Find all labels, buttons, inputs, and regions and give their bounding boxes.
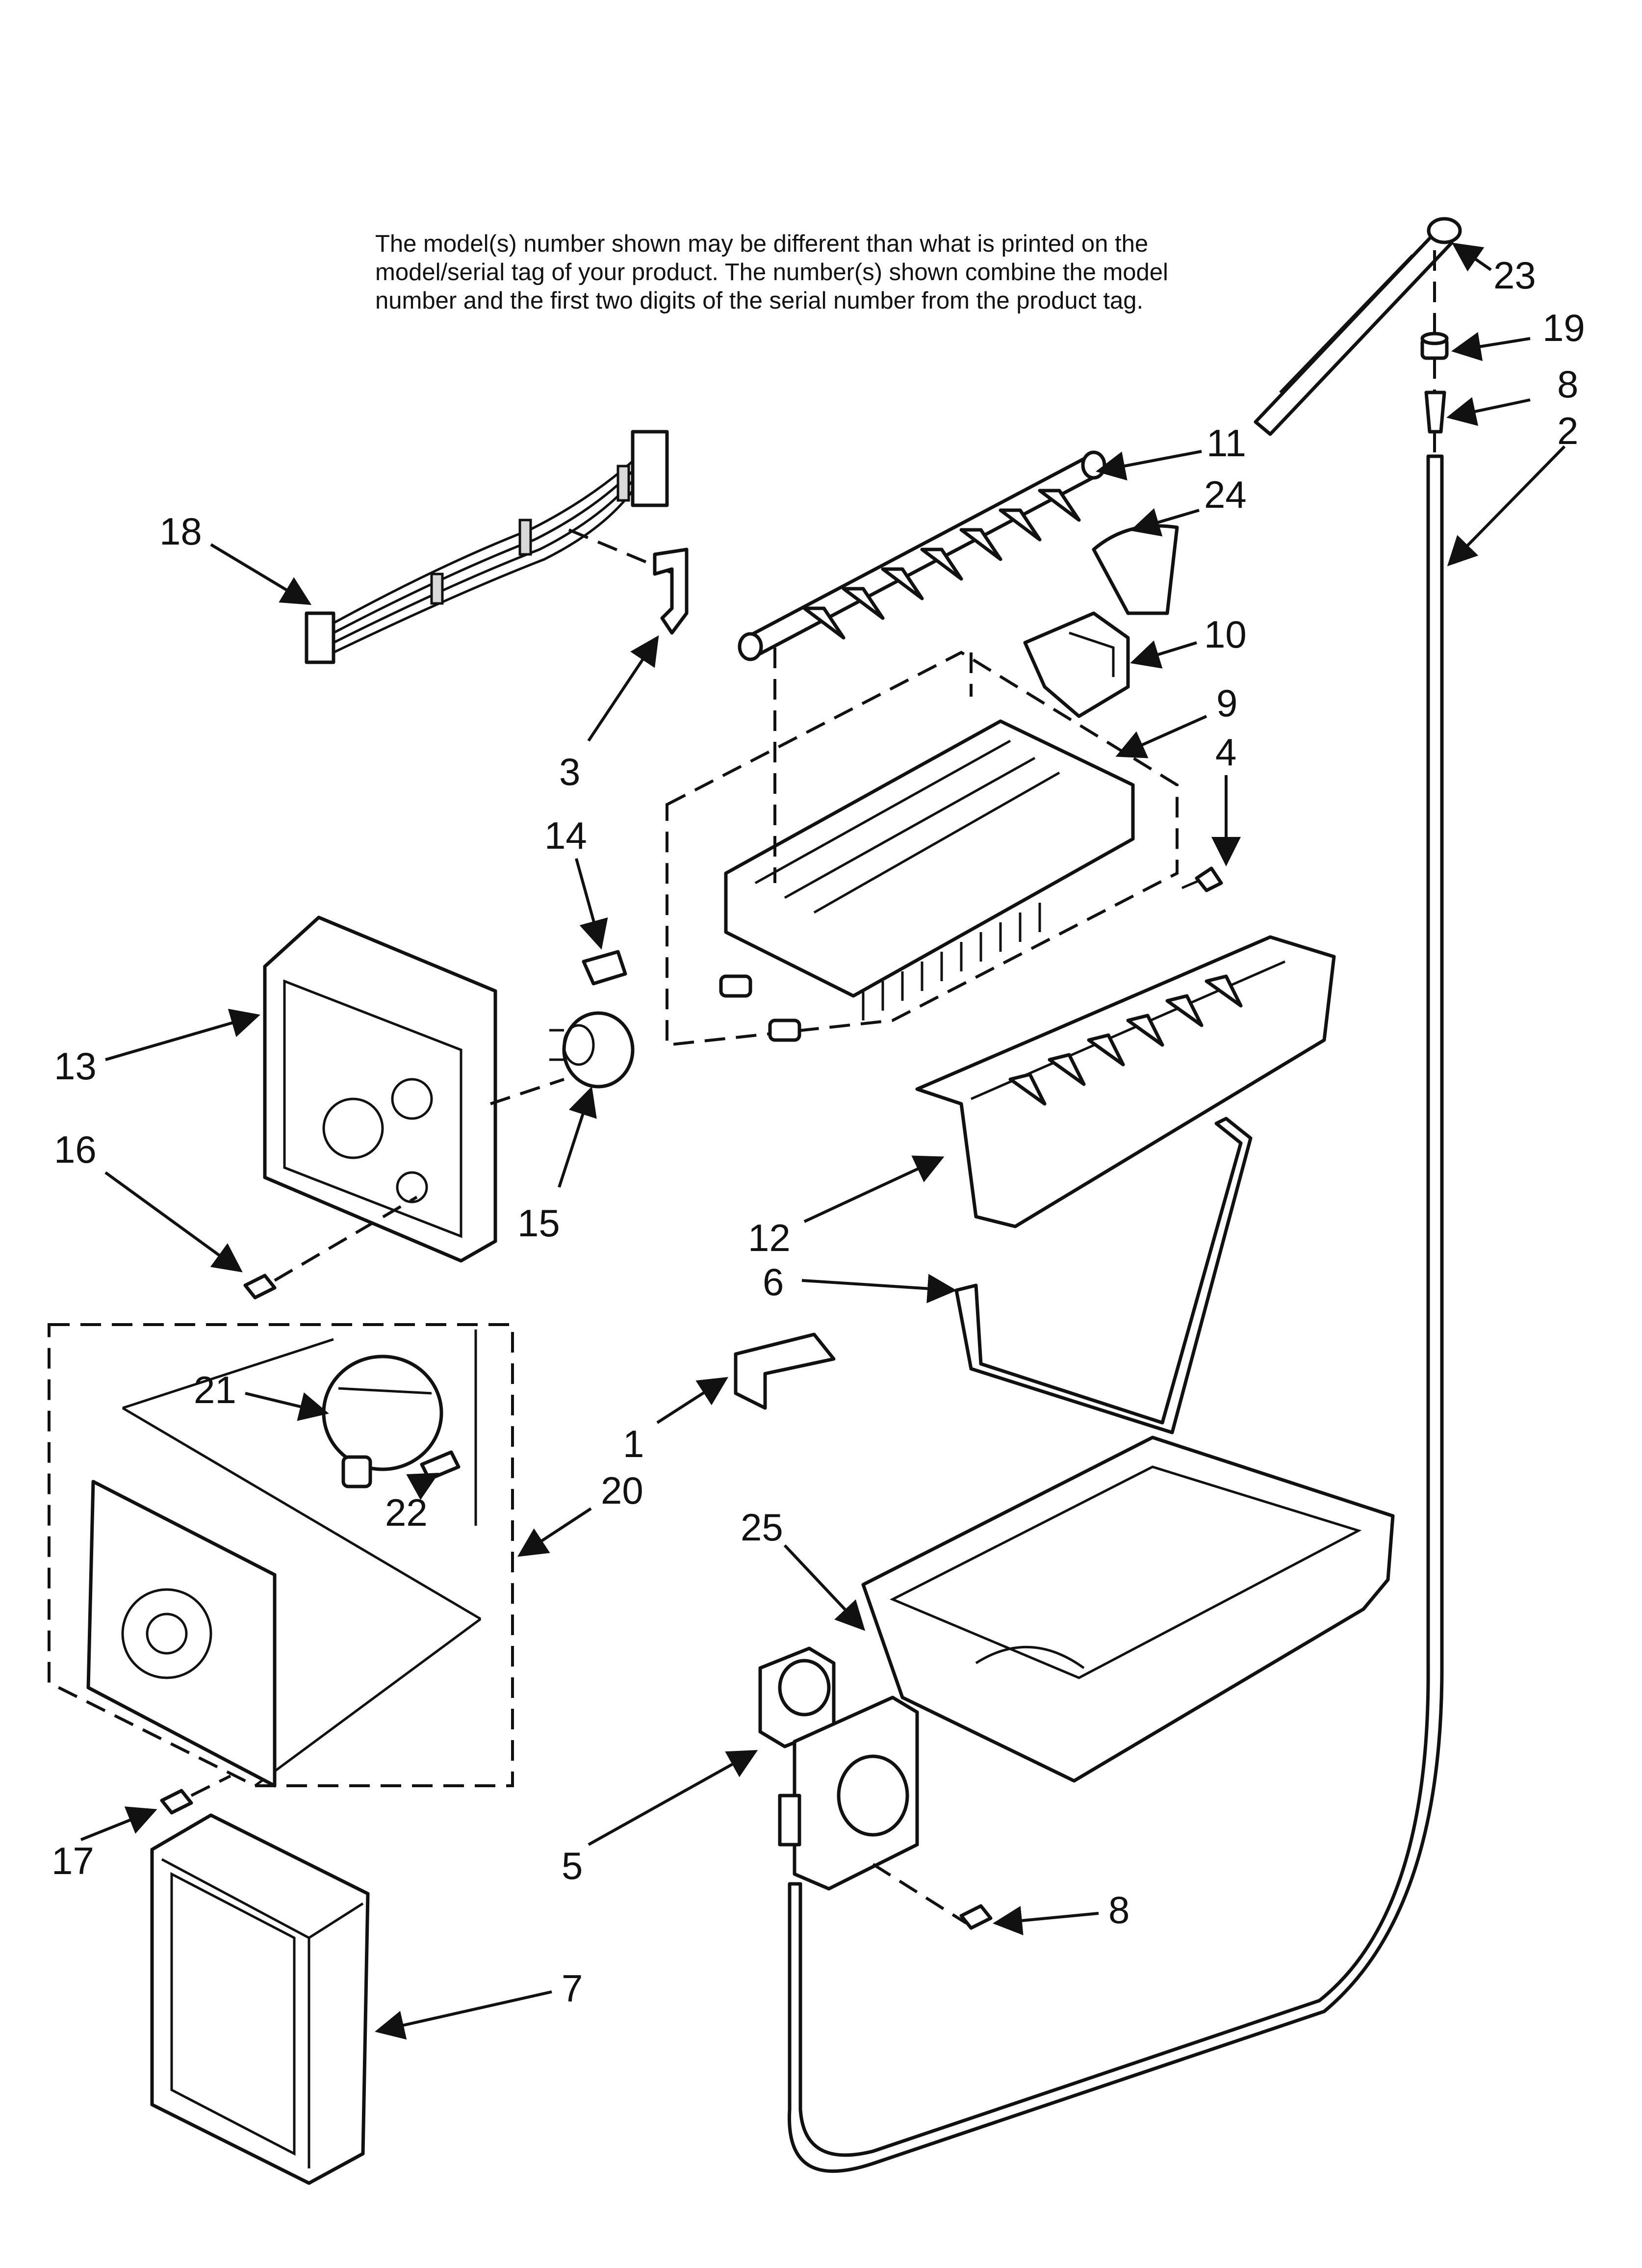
callout-20: 20 — [601, 1469, 643, 1512]
bracket-1 — [734, 1332, 836, 1410]
callout-3: 3 — [559, 750, 580, 793]
leader-14 — [575, 858, 608, 950]
leader-8-upper — [1446, 397, 1531, 426]
ejector-11 — [738, 450, 1106, 661]
shutoff-arm-6 — [954, 1117, 1253, 1434]
motor-assembly-guides — [122, 1338, 482, 1787]
screw-8-lower — [959, 1904, 993, 1930]
callout-5: 5 — [562, 1844, 583, 1887]
callout-18: 18 — [159, 510, 202, 553]
leader-3 — [587, 635, 659, 742]
water-tube-2 — [787, 454, 1444, 2173]
callout-25: 25 — [741, 1506, 783, 1549]
leader-24 — [1130, 508, 1200, 537]
fill-tube-23 — [1254, 217, 1462, 436]
callout-21: 21 — [194, 1368, 236, 1411]
screw-4 — [1181, 866, 1223, 892]
leader-17 — [80, 1806, 157, 1841]
notice-line-2: model/serial tag of your product. The nu… — [375, 259, 1168, 286]
callout-24: 24 — [1204, 473, 1247, 516]
wire-harness-18 — [305, 430, 669, 664]
ice-bin-25 — [861, 1435, 1395, 1783]
callout-6: 6 — [763, 1260, 784, 1303]
callout-14: 14 — [544, 814, 587, 857]
callout-13: 13 — [54, 1044, 97, 1088]
clip-3 — [653, 547, 689, 635]
callout-10: 10 — [1204, 613, 1247, 656]
module-axis — [490, 1078, 564, 1105]
callout-9: 9 — [1216, 681, 1237, 725]
leader-10 — [1130, 640, 1197, 669]
callout-16: 16 — [54, 1128, 97, 1171]
mold-assembly-box — [666, 651, 1179, 1047]
screw17-axis — [190, 1774, 231, 1797]
callout-12: 12 — [748, 1216, 791, 1259]
notice-line-3: number and the first two digits of the s… — [375, 287, 1144, 314]
leader-12 — [803, 1155, 945, 1223]
callout-8-upper: 8 — [1557, 363, 1578, 406]
leader-15 — [558, 1086, 597, 1188]
callout-19: 19 — [1542, 306, 1585, 349]
callout-7: 7 — [562, 1967, 583, 2010]
leader-7 — [375, 1990, 552, 2040]
grommet-19 — [1420, 332, 1449, 360]
callout-22: 22 — [385, 1491, 428, 1534]
callout-2: 2 — [1557, 409, 1578, 452]
leader-1 — [656, 1377, 729, 1424]
motor-assembly-box-20 — [48, 1323, 514, 1787]
fill-cup-10 — [1023, 611, 1130, 718]
leader-21 — [245, 1392, 329, 1421]
screw-17 — [160, 1789, 193, 1815]
mold-9 — [719, 719, 1135, 1042]
valve-screw-axis — [872, 1863, 967, 1925]
thermostat-15 — [549, 1011, 635, 1089]
clamp-8-upper — [1424, 391, 1446, 434]
notice-line-1: The model(s) number shown may be differe… — [375, 231, 1149, 257]
module-housing-20 — [86, 1480, 277, 1788]
screw16-axis — [274, 1196, 418, 1282]
model-number-notice: The model(s) number shown may be differe… — [375, 230, 1356, 315]
control-module-13 — [263, 915, 497, 1263]
cover-24 — [1092, 524, 1179, 615]
callout-17: 17 — [51, 1839, 94, 1882]
leader-20 — [517, 1507, 592, 1557]
front-cover-7 — [150, 1813, 370, 2185]
leader-5 — [588, 1750, 758, 1846]
callout-1: 1 — [623, 1422, 644, 1465]
leader-16 — [104, 1171, 243, 1273]
motor-21 — [322, 1355, 443, 1488]
callout-23: 23 — [1493, 254, 1536, 297]
leader-2 — [1447, 445, 1566, 567]
leader-13 — [105, 1009, 260, 1061]
callout-8-lower: 8 — [1108, 1888, 1129, 1931]
screw-16 — [243, 1274, 277, 1300]
clip-14 — [582, 950, 627, 986]
leader-11 — [1096, 450, 1202, 481]
water-valve-5 — [758, 1646, 919, 1891]
leader-19 — [1451, 332, 1531, 362]
callout-11: 11 — [1206, 421, 1246, 465]
callout-15: 15 — [517, 1201, 560, 1245]
leader-8-lower — [993, 1906, 1099, 1935]
leader-23 — [1452, 242, 1492, 272]
leader-9 — [1115, 715, 1207, 758]
leader-25 — [783, 1544, 866, 1631]
callout-4: 4 — [1215, 730, 1236, 774]
leader-18 — [210, 543, 312, 605]
stripper-12 — [915, 935, 1336, 1228]
leader-6 — [801, 1274, 957, 1303]
leader-22 — [406, 1473, 439, 1500]
